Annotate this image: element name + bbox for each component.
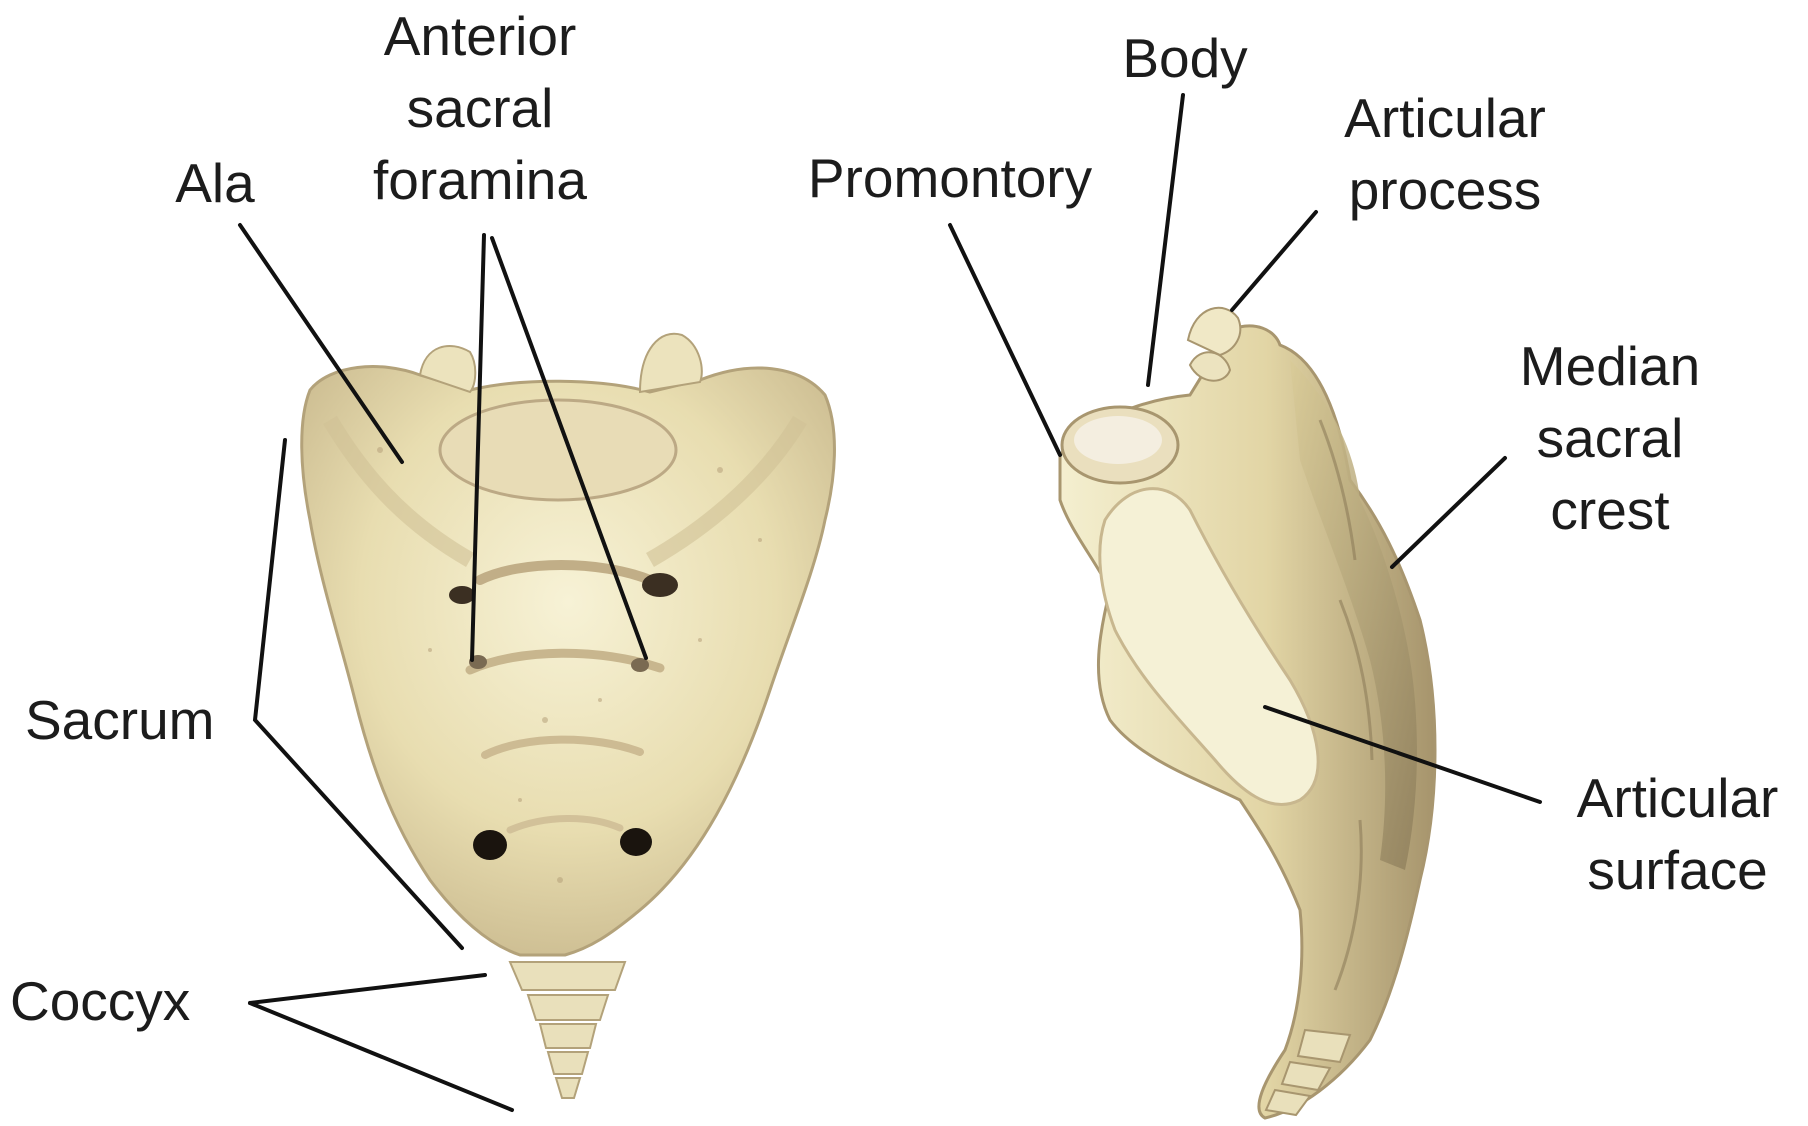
median-crest-leader [1392,458,1505,567]
coccyx-leader-2 [250,1003,512,1110]
label-foramina-line-3: foramina [350,144,610,216]
label-body: Body [1110,22,1260,94]
label-promontory-text: Promontory [785,142,1115,214]
label-median-sacral-crest: Median sacral crest [1490,330,1730,546]
label-coccyx-text: Coccyx [10,965,190,1037]
label-articular-surface-line-2: surface [1555,834,1800,906]
body-leader [1148,95,1183,385]
foramen-r1 [642,573,678,597]
label-median-crest-line-3: crest [1490,474,1730,546]
promontory-leader [950,225,1060,455]
superior-articular-process-right [640,334,702,392]
coccyx-anterior [510,962,625,1098]
articular-process-lateral [1188,308,1240,355]
label-ala-text: Ala [160,147,270,219]
label-articular-surface: Articular surface [1555,762,1800,906]
label-articular-process-line-1: Articular [1320,82,1570,154]
foramen-r3 [620,828,652,856]
label-anterior-sacral-foramina: Anterior sacral foramina [350,0,610,216]
label-sacrum: Sacrum [25,684,215,756]
label-promontory: Promontory [785,142,1115,214]
coccyx-leader-1 [250,975,485,1003]
lateral-view [1060,308,1435,1118]
label-coccyx: Coccyx [10,965,190,1037]
label-articular-surface-line-1: Articular [1555,762,1800,834]
articular-process-leader [1232,212,1316,310]
label-articular-process-line-2: process [1320,154,1570,226]
label-median-crest-line-1: Median [1490,330,1730,402]
label-body-text: Body [1110,22,1260,94]
label-median-crest-line-2: sacral [1490,402,1730,474]
label-sacrum-text: Sacrum [25,684,215,756]
foramen-l1 [449,586,475,604]
foramen-l3 [473,830,507,860]
label-articular-process: Articular process [1320,82,1570,226]
label-foramina-line-2: sacral [350,72,610,144]
foramen-r2 [631,658,649,672]
label-foramina-line-1: Anterior [350,0,610,72]
label-ala: Ala [160,147,270,219]
